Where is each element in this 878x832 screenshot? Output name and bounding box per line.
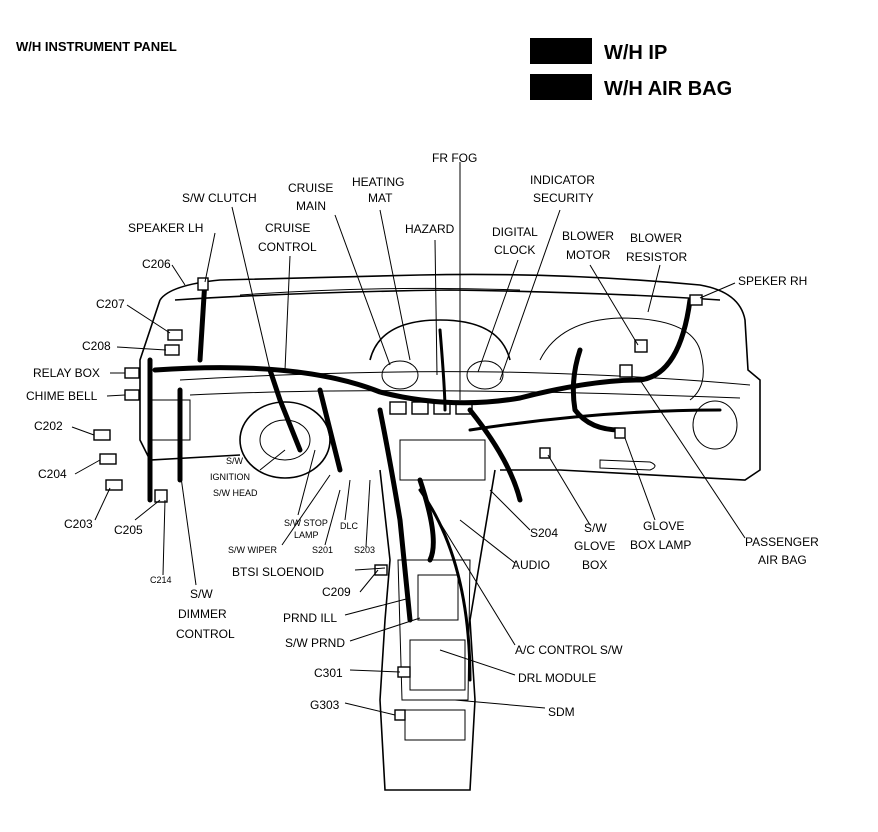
label-audio: AUDIO bbox=[512, 558, 550, 572]
label-passenger-1: PASSENGER bbox=[745, 535, 819, 549]
label-c206: C206 bbox=[142, 257, 171, 271]
label-prnd-ill: PRND ILL bbox=[283, 611, 337, 625]
label-indicator: INDICATOR bbox=[530, 173, 595, 187]
label-c207: C207 bbox=[96, 297, 125, 311]
label-heating: HEATING bbox=[352, 175, 404, 189]
label-sw-clutch: S/W CLUTCH bbox=[182, 191, 257, 205]
label-sw-glove-2: GLOVE bbox=[574, 539, 615, 553]
label-c202: C202 bbox=[34, 419, 63, 433]
harness-airbag bbox=[418, 328, 722, 682]
label-sw-glove-3: BOX bbox=[582, 558, 607, 572]
legend-swatch-ip bbox=[530, 38, 592, 64]
label-speaker-lh: SPEAKER LH bbox=[128, 221, 203, 235]
label-fr-fog: FR FOG bbox=[432, 151, 477, 165]
harness-ip bbox=[147, 277, 693, 623]
label-c301: C301 bbox=[314, 666, 343, 680]
label-sdm: SDM bbox=[548, 705, 575, 719]
label-ac-control: A/C CONTROL S/W bbox=[515, 643, 623, 657]
legend-label-ip: W/H IP bbox=[604, 42, 667, 64]
label-blower-motor-1: BLOWER bbox=[562, 229, 614, 243]
label-btsi-solenoid: BTSI SLOENOID bbox=[232, 565, 324, 579]
label-sw-ignition-2: IGNITION bbox=[210, 472, 250, 482]
label-cruise-main-2: MAIN bbox=[296, 199, 326, 213]
label-g303: G303 bbox=[310, 698, 340, 712]
label-relay-box: RELAY BOX bbox=[33, 366, 100, 380]
label-drl-module: DRL MODULE bbox=[518, 671, 596, 685]
legend-label-airbag: W/H AIR BAG bbox=[604, 78, 732, 100]
label-cruise-control-1: CRUISE bbox=[265, 221, 310, 235]
label-blower-resistor-1: BLOWER bbox=[630, 231, 682, 245]
label-c209: C209 bbox=[322, 585, 351, 599]
diagram-title: W/H INSTRUMENT PANEL bbox=[16, 39, 177, 54]
label-c204: C204 bbox=[38, 467, 67, 481]
label-speaker-rh: SPEKER RH bbox=[738, 274, 807, 288]
label-s201: S201 bbox=[312, 545, 333, 555]
label-sw-dimmer-2: DIMMER bbox=[178, 607, 227, 621]
label-c214: C214 bbox=[150, 575, 172, 585]
label-digital: DIGITAL bbox=[492, 225, 538, 239]
label-c205: C205 bbox=[114, 523, 143, 537]
label-hazard: HAZARD bbox=[405, 222, 455, 236]
label-clock: CLOCK bbox=[494, 243, 535, 257]
label-blower-motor-2: MOTOR bbox=[566, 248, 611, 262]
leader-lines bbox=[71, 162, 746, 716]
callout-labels: FR FOG INDICATOR SECURITY HEATING MAT CR… bbox=[26, 151, 819, 719]
label-sw-dimmer-3: CONTROL bbox=[176, 627, 235, 641]
label-security: SECURITY bbox=[533, 191, 594, 205]
label-sw-ignition-1: S/W bbox=[226, 456, 244, 466]
label-sw-glove-1: S/W bbox=[584, 521, 607, 535]
label-cruise-main-1: CRUISE bbox=[288, 181, 333, 195]
label-sw-wiper: S/W WIPER bbox=[228, 545, 277, 555]
label-sw-stop-lamp-2: LAMP bbox=[294, 530, 319, 540]
label-c203: C203 bbox=[64, 517, 93, 531]
legend: W/H IP W/H AIR BAG bbox=[530, 38, 732, 100]
label-sw-prnd: S/W PRND bbox=[285, 636, 345, 650]
legend-swatch-airbag bbox=[530, 74, 592, 100]
connectors bbox=[93, 277, 703, 721]
label-passenger-2: AIR BAG bbox=[758, 553, 807, 567]
label-sw-stop-lamp-1: S/W STOP bbox=[284, 518, 328, 528]
label-glove-box-lamp-2: BOX LAMP bbox=[630, 538, 691, 552]
label-glove-box-lamp-1: GLOVE bbox=[643, 519, 684, 533]
label-c208: C208 bbox=[82, 339, 111, 353]
label-s203: S203 bbox=[354, 545, 375, 555]
label-chime-bell: CHIME BELL bbox=[26, 389, 98, 403]
label-mat: MAT bbox=[368, 191, 393, 205]
label-s204: S204 bbox=[530, 526, 558, 540]
label-sw-dimmer-1: S/W bbox=[190, 587, 213, 601]
label-cruise-control-2: CONTROL bbox=[258, 240, 317, 254]
label-dlc: DLC bbox=[340, 521, 359, 531]
label-sw-ignition-3: S/W HEAD bbox=[213, 488, 258, 498]
label-blower-resistor-2: RESISTOR bbox=[626, 250, 687, 264]
